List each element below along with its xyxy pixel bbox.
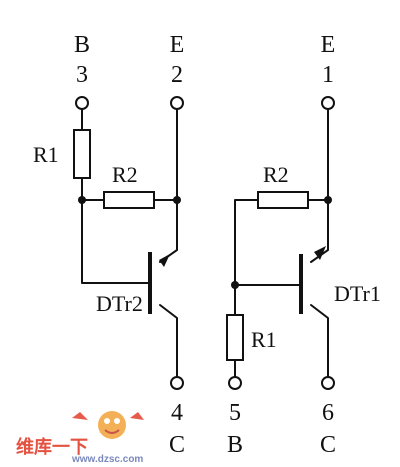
watermark-mascot-icon (72, 411, 144, 439)
right-terminal-1 (321, 96, 335, 110)
left-circuit: B 3 E 2 R1 R2 DTr2 4 C (33, 32, 185, 458)
right-pin-b-number: 5 (229, 400, 241, 426)
right-transistor-label: DTr1 (334, 281, 381, 306)
left-terminal-3 (75, 96, 89, 110)
left-terminal-2 (170, 96, 184, 110)
left-pin-c-letter: C (169, 432, 185, 458)
left-r2-resistor (103, 191, 155, 209)
left-emitter-wire (159, 109, 178, 263)
right-r2-resistor (257, 191, 309, 209)
left-collector-wire (159, 304, 178, 377)
left-r1-label: R1 (33, 142, 59, 167)
right-collector-wire (310, 304, 329, 377)
right-junction-base (231, 281, 239, 289)
right-emitter-arrow (314, 246, 326, 260)
right-r1-resistor (226, 314, 244, 361)
left-terminal-4 (170, 376, 184, 390)
left-pin-e-number: 2 (171, 62, 183, 88)
left-transistor-label: DTr2 (96, 291, 143, 316)
right-pin-c-letter: C (320, 432, 336, 458)
right-base-wire (234, 199, 329, 377)
watermark: 维库一下 www.dzsc.com (16, 411, 144, 465)
right-junction-emitter (324, 196, 332, 204)
right-pin-e-letter: E (321, 32, 336, 58)
left-pin-b-number: 3 (76, 62, 88, 88)
left-pin-c-number: 4 (171, 400, 183, 426)
left-pin-b-letter: B (74, 32, 90, 58)
right-r1-label: R1 (251, 327, 277, 352)
right-pin-e-number: 1 (322, 62, 334, 88)
left-junction-emitter (173, 196, 181, 204)
right-r2-label: R2 (263, 162, 289, 187)
right-emitter-wire (310, 109, 329, 263)
left-pin-e-letter: E (170, 32, 185, 58)
watermark-chinese: 维库一下 (16, 436, 88, 458)
left-r1-resistor (73, 129, 91, 179)
left-base-wire (81, 109, 178, 284)
right-circuit: E 1 R2 R1 DTr1 5 B 6 C (226, 32, 381, 458)
right-terminal-5 (228, 376, 242, 390)
left-junction-base (78, 196, 86, 204)
watermark-url: www.dzsc.com (71, 454, 143, 465)
right-pin-b-letter: B (227, 432, 243, 458)
left-emitter-arrow (159, 254, 170, 267)
right-pin-c-number: 6 (322, 400, 334, 426)
left-r2-label: R2 (112, 162, 138, 187)
right-terminal-6 (321, 376, 335, 390)
